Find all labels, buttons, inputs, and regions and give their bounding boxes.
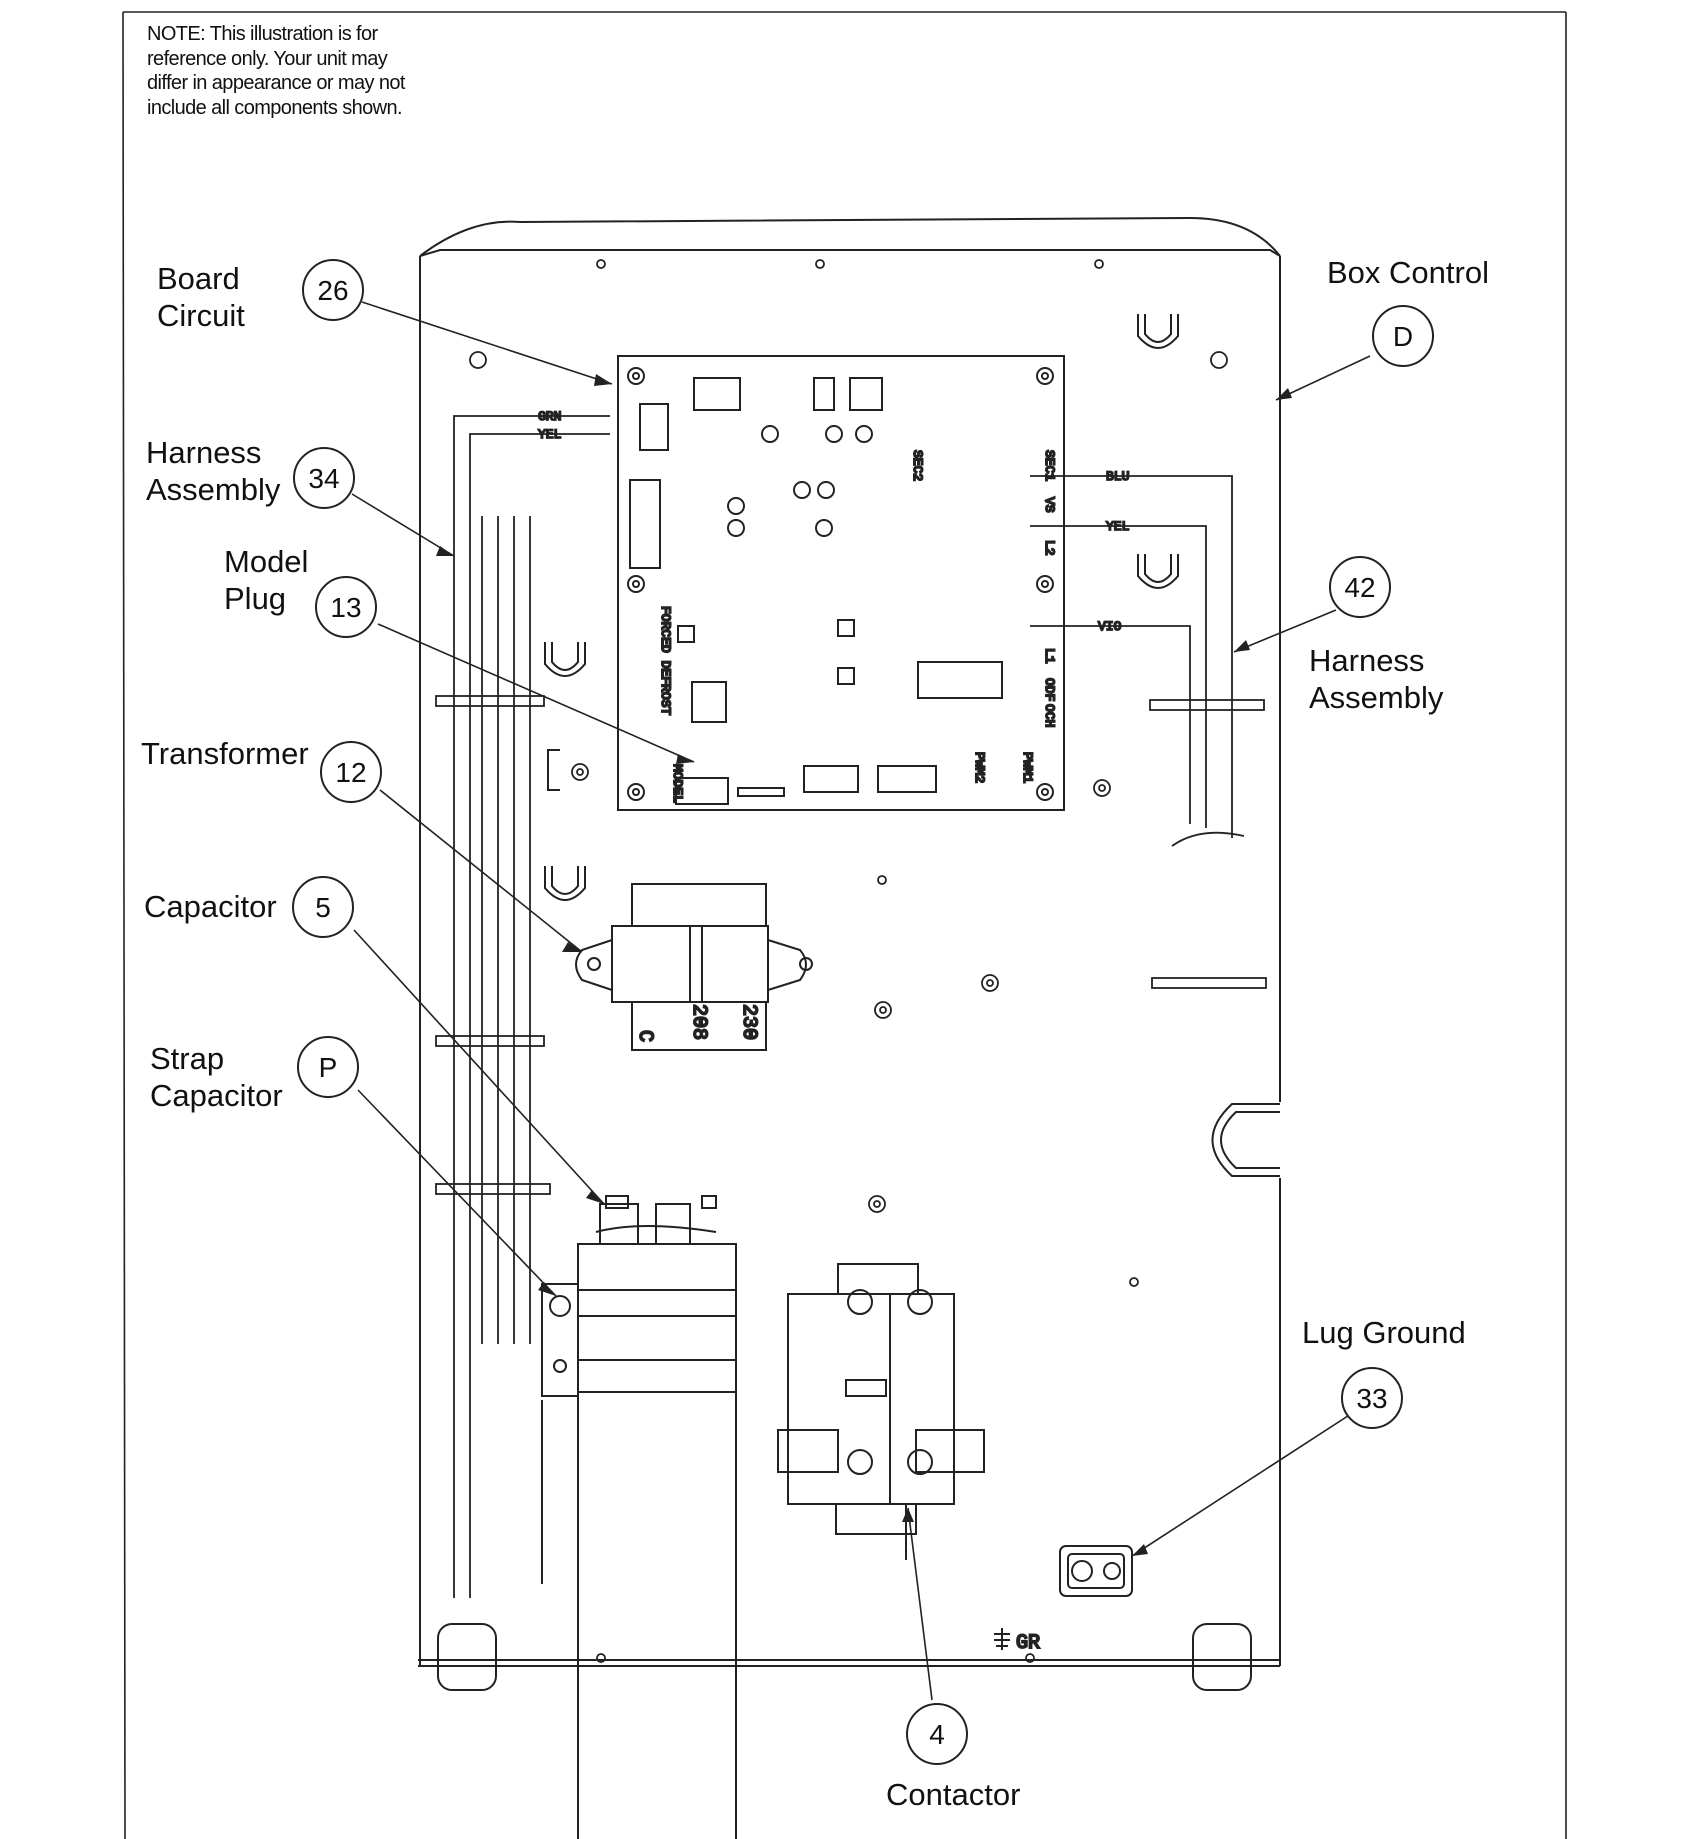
label-line: Board [157,261,240,296]
circuit-board: SEC2 SEC1 VS L2 L1 ODF OCH PWM2 PWM1 FOR… [617,355,1065,811]
note-line: include all components shown. [147,96,403,119]
label-line: Plug [224,581,287,616]
label-line: Assembly [1309,680,1444,715]
callout-bubble [1329,556,1391,618]
label-line: Harness [1309,643,1425,678]
contactor [777,1263,985,1560]
right-harness: BLU YEL VIO [1030,468,1267,989]
callout-number: 4 [929,1719,945,1750]
board-mark-forced-defrost: FORCED DEFROST [658,606,673,715]
label-line: Harness [146,435,262,470]
callout-bubble [297,1036,359,1098]
note-line: differ in appearance or may not [147,72,405,94]
lug-ground: GR [994,1545,1133,1656]
wire-label-grn: GRN [538,409,561,424]
left-harness: GRN YEL [435,408,610,1598]
note-line: NOTE: This illustration is for [147,23,378,45]
board-mark-sec2: SEC2 [910,450,925,481]
wire-label-yel: YEL [1106,519,1129,534]
board-mark-model: MODEL [670,764,685,803]
callout-number: P [319,1052,338,1083]
leader-lines [351,301,1371,1701]
callout-bubble [293,447,355,509]
note-line: reference only. Your unit may [147,47,388,70]
board-mark-vs: VS [1042,497,1057,513]
wire-label-vio: VIO [1098,619,1122,634]
board-mark-l2: L2 [1042,540,1057,556]
callout-bubble [1372,305,1434,367]
wire-clips [544,314,1179,901]
board-mark-sec1: SEC1 [1042,450,1057,481]
capacitor [541,1195,737,1839]
callout-numbers: 26 D 34 13 42 12 5 P 33 4 [308,275,1413,1750]
callout-number: 5 [315,892,331,923]
wire-label-blu: BLU [1106,469,1129,484]
label-line: Model [224,544,309,579]
label-line: Transformer [141,736,309,771]
page-frame [122,11,1567,1839]
board-mark-odf: ODF [1042,678,1057,701]
label-line: Assembly [146,472,281,507]
callout-label-board-circuit: Board Circuit [157,260,245,334]
transformer-tap-c: C [633,1030,656,1042]
label-line: Strap [150,1041,225,1076]
callout-bubble [315,576,377,638]
label-line: Contactor [886,1777,1021,1812]
callout-label-lug-ground: Lug Ground [1302,1314,1466,1351]
callout-label-harness-assembly: Harness Assembly [146,434,280,508]
callout-label-model-plug: Model Plug [224,543,308,617]
callout-bubble [302,259,364,321]
callout-label-transformer: Transformer [141,735,309,772]
transformer-tap-230: 230 [737,1004,760,1040]
callout-number: 12 [335,757,366,788]
label-line: Lug Ground [1302,1315,1466,1350]
wire-label-yel: YEL [538,427,561,442]
callout-bubble [1341,1367,1403,1429]
callout-label-contactor: Contactor [886,1776,1020,1813]
transformer-tap-208: 208 [687,1004,710,1040]
callout-number: 13 [330,592,361,623]
leader-arrowheads [436,374,1292,1556]
callout-label-capacitor: Capacitor [144,888,277,925]
callout-number: 26 [317,275,348,306]
label-line: Box Control [1327,255,1489,290]
callout-number: D [1393,321,1413,352]
callout-number: 33 [1356,1383,1387,1414]
label-line: Capacitor [150,1078,283,1113]
callout-bubble [906,1703,968,1765]
callout-number: 42 [1344,572,1375,603]
callout-label-harness-assembly-right: Harness Assembly [1309,642,1443,716]
label-line: Circuit [157,298,245,333]
callout-label-box-control: Box Control [1327,254,1489,291]
callout-bubble [320,741,382,803]
board-mark-pwm1: PWM1 [1020,752,1035,783]
board-mark-l1: L1 [1042,648,1057,664]
callout-label-strap-capacitor: Strap Capacitor [150,1040,283,1114]
label-line: Capacitor [144,889,277,924]
callout-number: 34 [308,463,339,494]
reference-note: NOTE: This illustration is for reference… [147,22,507,120]
ground-mark: GR [1016,1632,1040,1655]
callout-bubble [292,876,354,938]
board-mark-och: OCH [1042,704,1057,727]
board-mark-pwm2: PWM2 [972,752,987,783]
transformer: C 208 230 [575,883,813,1051]
mounting-holes [469,259,1228,1663]
callout-bubbles [292,259,1434,1765]
